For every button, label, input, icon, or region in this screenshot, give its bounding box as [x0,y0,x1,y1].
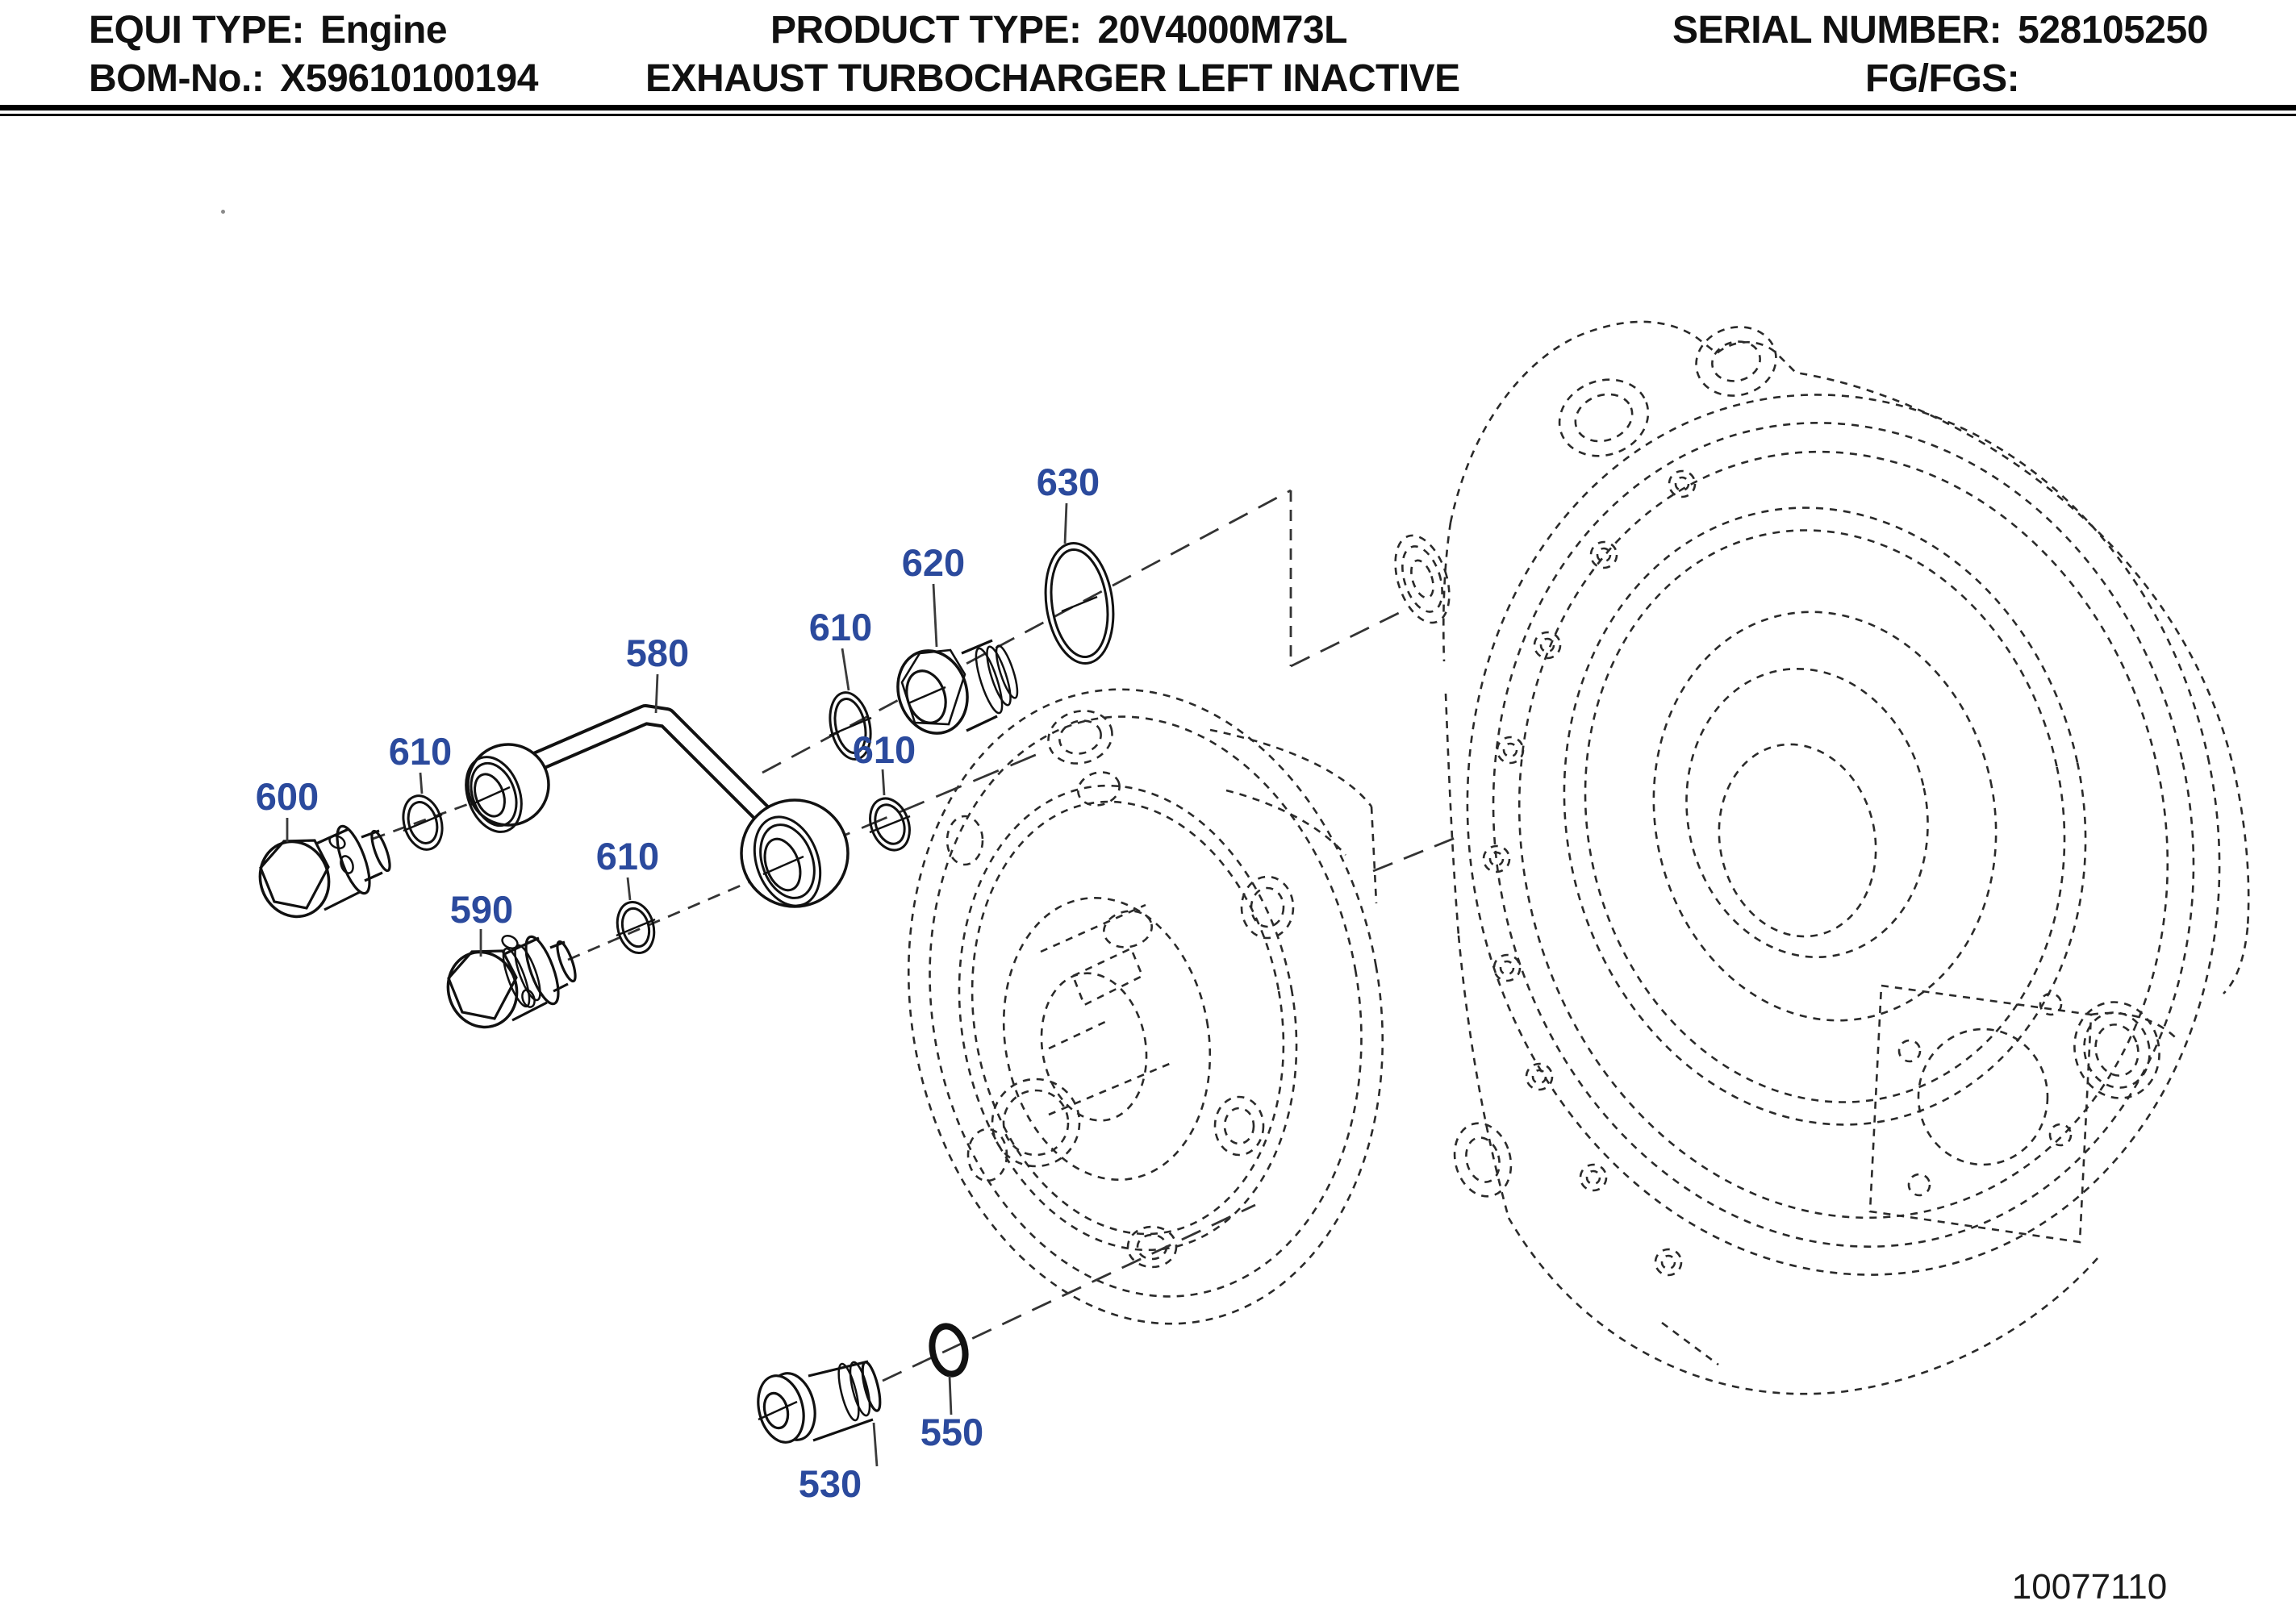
header-serial-number: SERIAL NUMBER: 528105250 [1672,8,2208,52]
equi-type-value: Engine [320,9,448,52]
housing-bolt-holes [1482,469,1697,1277]
banjo-bolt-590-drawing [446,934,577,1029]
header-bom: BOM-No.: X59610100194 [89,56,538,101]
o-ring-550-drawing [929,1323,969,1378]
o-ring-610d-tick [616,918,656,937]
housing-port-boss [2073,1001,2160,1099]
sealing-ring-630-drawing [1044,542,1115,665]
header-product-type: PRODUCT TYPE: 20V4000M73L [770,8,1347,52]
callout-550: 550 [920,1411,983,1453]
callout-530: 530 [799,1462,862,1505]
callout-630: 630 [1037,461,1100,503]
bom-label: BOM-No.: [89,57,265,100]
callout-610c: 610 [853,728,916,771]
banjo-bolt-600-drawing [258,824,391,919]
flange-bolt-bosses [946,710,1295,1269]
o-ring-610b-drawing [402,794,444,851]
drawing-number: 10077110 [2012,1567,2168,1605]
header-rule-thin [0,114,2296,116]
o-ring-610d-drawing [616,900,656,955]
serial-label: SERIAL NUMBER: [1672,9,2002,52]
o-ring-610a-tick [829,716,872,737]
o-ring-610c-tick [869,815,911,834]
callout-580: 580 [626,632,689,674]
centerlines [372,489,1466,1382]
product-type-value: 20V4000M73L [1097,9,1348,52]
ring-630-tick [1061,595,1098,613]
header-fgfgs: FG/FGS: [1865,57,2020,100]
gear-housing-drawing [1394,320,2250,1395]
sleeve-530-drawing [757,1360,882,1444]
stray-dot [221,210,225,214]
product-type-label: PRODUCT TYPE: [770,9,1082,52]
equi-type-label: EQUI TYPE: [89,9,305,52]
housing-top-bosses [1558,326,1777,457]
adapter-flange-drawing [907,688,1384,1325]
serial-value: 528105250 [2018,9,2208,52]
callout-590: 590 [450,888,513,931]
housing-left-boss [1394,534,1451,624]
housing-square-flange [1868,984,2179,1244]
callout-610d: 610 [596,835,659,878]
bom-value: X59610100194 [280,57,538,100]
header-description: EXHAUST TURBOCHARGER LEFT INACTIVE [645,57,1460,100]
banjo-pipe-drawing [465,704,850,908]
screw-plug-620-drawing [896,639,1019,735]
header-equi-type: EQUI TYPE: Engine [89,8,448,52]
header-rule-thick [0,105,2296,110]
callout-600: 600 [256,775,319,818]
callout-610a: 610 [809,606,872,648]
leader-lines [286,502,1068,1467]
o-ring-610a-drawing [829,691,872,761]
callout-620: 620 [902,541,965,584]
o-ring-610b-tick [403,813,443,832]
callout-610b: 610 [389,730,452,773]
